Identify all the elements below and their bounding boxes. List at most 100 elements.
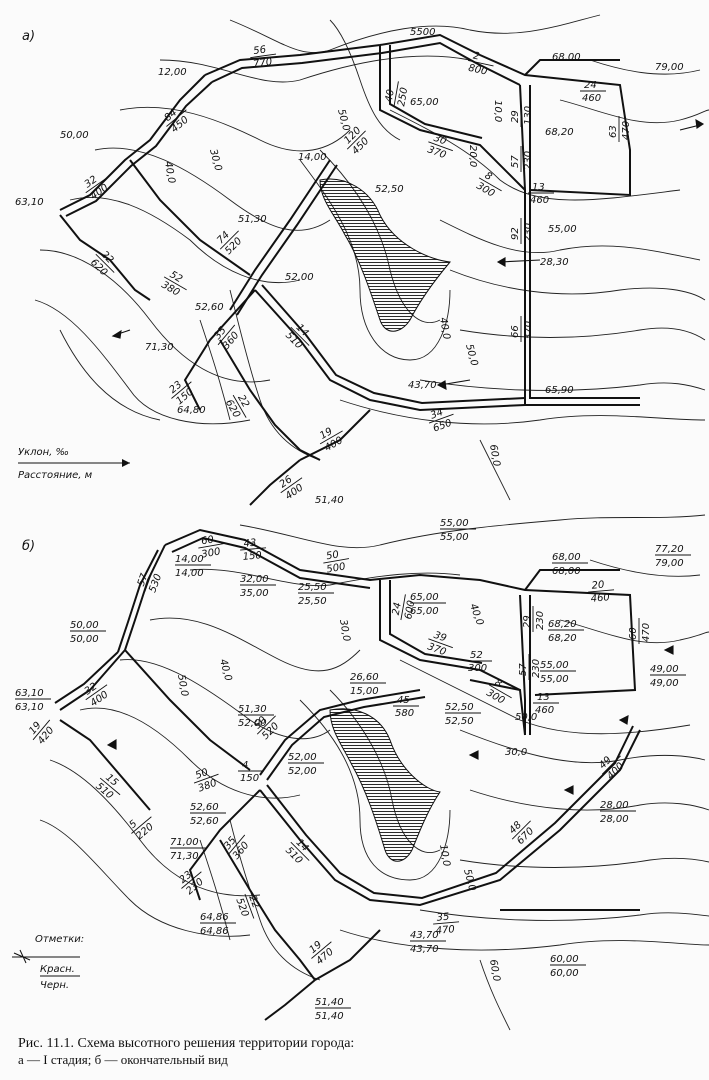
elevation-mark: 65,90 <box>545 385 574 396</box>
elevation-mark: 55,00 <box>548 224 577 235</box>
red-elevation: 52,50 <box>445 702 474 713</box>
red-elevation: 63,10 <box>15 688 44 699</box>
black-elevation: 63,10 <box>15 702 44 713</box>
elevation-mark: 68,20 <box>545 127 574 138</box>
fraction-line <box>250 53 277 59</box>
red-elevation: 55,00 <box>540 660 569 671</box>
slope-value: 4 <box>242 760 248 771</box>
slope-value: 92 <box>510 227 521 240</box>
red-elevation: 60,00 <box>550 954 579 965</box>
panel-a-label: а) <box>22 29 35 44</box>
contour-label: 50,0 <box>175 674 190 698</box>
distance-value: 800 <box>467 63 488 78</box>
contour-label: 40,0 <box>437 317 452 341</box>
distance-value: 150 <box>240 773 259 784</box>
red-elevation: 55,00 <box>440 518 469 529</box>
red-elevation: 65,00 <box>410 592 439 603</box>
legend-black-label: Черн. <box>40 980 69 991</box>
contour-label: 50,0 <box>461 868 477 892</box>
fraction-line <box>400 594 406 621</box>
elevation-mark: 52,60 <box>195 302 224 313</box>
fraction-line <box>428 141 453 152</box>
contour-label: 60,0 <box>487 959 502 983</box>
black-elevation: 52,50 <box>445 716 474 727</box>
elevation-pair: 71,00 71,30 <box>170 837 206 862</box>
slope-value: 39 <box>432 630 448 645</box>
distance-value: 460 <box>535 705 554 716</box>
slope-value: 50 <box>194 767 210 782</box>
distance-value: 300 <box>468 663 487 674</box>
fraction-line <box>346 130 366 150</box>
contour-label: 30,0 <box>337 619 352 643</box>
red-elevation: 14,00 <box>175 554 204 565</box>
distance-value: 460 <box>582 93 601 104</box>
fraction-line <box>85 684 108 701</box>
legend-arrow-icon <box>122 459 130 467</box>
fraction-line <box>256 715 276 735</box>
distance-value: 460 <box>530 195 549 206</box>
red-elevation: 26,60 <box>350 672 379 683</box>
black-elevation: 68,20 <box>548 633 577 644</box>
caption-title: Рис. 11.1. Схема высотного решения терри… <box>18 1036 355 1051</box>
slope-value: 45 <box>397 695 410 706</box>
black-elevation: 51,40 <box>315 1011 344 1022</box>
contour-label: 40,0 <box>467 602 485 627</box>
elevation-mark: 43,70 <box>408 380 437 391</box>
contour-label: 30,0 <box>207 148 223 172</box>
slope-value: 63 <box>608 125 619 138</box>
slope-value: 29 <box>522 615 533 628</box>
fraction-line <box>131 816 152 834</box>
fraction-line <box>601 755 621 775</box>
fraction-line <box>227 834 246 856</box>
red-elevation: 49,00 <box>650 664 679 675</box>
fraction-line <box>511 820 531 840</box>
distance-value: 600 <box>403 600 417 621</box>
elevation-mark: 14,00 <box>298 152 327 163</box>
fraction-line <box>488 684 512 699</box>
elevation-pair: 55,00 55,00 <box>540 660 576 685</box>
contour-label: 10,0 <box>492 100 503 122</box>
elevation-mark: 50,00 <box>60 130 89 141</box>
black-elevation: 25,50 <box>298 596 327 607</box>
slope-value: 5 <box>127 818 139 831</box>
black-elevation: 55,00 <box>540 674 569 685</box>
slope-value: 24 <box>584 80 597 91</box>
elevation-mark: 68,00 <box>552 52 581 63</box>
slope-value: 60 <box>628 627 639 640</box>
figure-caption: Рис. 11.1. Схема высотного решения терри… <box>18 1036 698 1068</box>
panel-b-road-network <box>54 528 641 1021</box>
black-elevation: 71,30 <box>170 851 199 862</box>
panel-b-hatched-area <box>329 708 441 862</box>
fraction-line <box>219 230 239 250</box>
black-elevation: 35,00 <box>240 588 269 599</box>
red-elevation: 71,00 <box>170 837 199 848</box>
red-elevation: 52,60 <box>190 802 219 813</box>
panel-a-contours <box>34 14 709 501</box>
elevation-mark: 63,10 <box>15 197 44 208</box>
